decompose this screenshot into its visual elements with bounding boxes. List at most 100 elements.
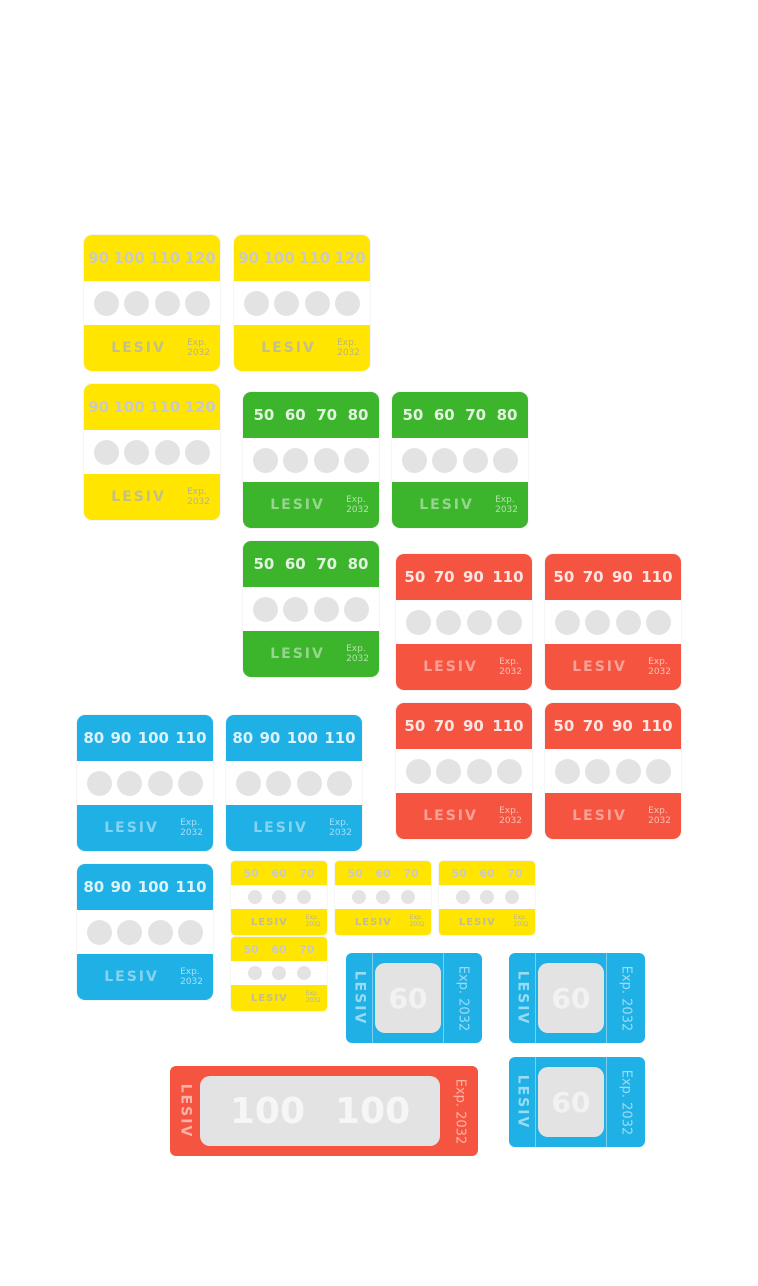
indicator-dot xyxy=(86,770,112,796)
value-label: 60 xyxy=(388,981,428,1015)
value-label: 60 xyxy=(551,1085,591,1119)
value-label: 60 xyxy=(271,942,287,956)
value-label: 90 xyxy=(110,729,132,747)
value-label: 70 xyxy=(465,406,487,424)
indicator-dot xyxy=(585,609,611,635)
indicator-dot xyxy=(283,596,309,622)
indicator-dot xyxy=(646,758,672,784)
indicator-dot xyxy=(313,596,339,622)
indicator-dot xyxy=(272,890,286,904)
expiry-label: Exp.2032 xyxy=(187,337,210,358)
expiry-label: Exp.2032 xyxy=(180,966,203,987)
expiry-label: Exp.2032 xyxy=(329,817,352,838)
value-label: 60 xyxy=(479,866,495,880)
value-label: 90 xyxy=(259,729,281,747)
value-area: 60 xyxy=(373,953,443,1043)
indicator-dot xyxy=(124,439,150,465)
expiry-label: Exp.2032 xyxy=(346,494,369,515)
indicator-dot xyxy=(252,596,278,622)
value-label: 90 xyxy=(462,717,484,735)
dot-row xyxy=(545,749,681,793)
brand-logo: LESIV xyxy=(514,970,530,1026)
indicator-dot xyxy=(480,890,494,904)
expiry-label: Exp.2032 xyxy=(513,914,529,928)
indicator-dot xyxy=(272,966,286,980)
indicator-dot xyxy=(462,447,488,473)
value-area: 60 xyxy=(536,1057,606,1147)
value-panel: 60 xyxy=(538,963,604,1033)
indicator-dot xyxy=(497,758,523,784)
indicator-dot xyxy=(497,609,523,635)
value-label: 100 xyxy=(286,729,318,747)
indicator-dot xyxy=(243,290,269,316)
value-label: 100 xyxy=(263,249,295,267)
divider xyxy=(535,953,536,1043)
dot-row xyxy=(439,885,535,909)
value-label: 50 xyxy=(404,717,426,735)
indicator-dot xyxy=(283,447,309,473)
indicator-dot xyxy=(466,609,492,635)
indicator-dot xyxy=(432,447,458,473)
value-label: 100 xyxy=(229,1090,305,1132)
indicator-dot xyxy=(554,758,580,784)
value-label: 100 xyxy=(113,398,145,416)
expiry-label: Exp.2032 xyxy=(337,337,360,358)
brand-logo: LESIV xyxy=(111,489,166,505)
indicator-dot xyxy=(178,770,204,796)
expiry-label: Exp.2032 xyxy=(495,494,518,515)
value-label: 80 xyxy=(83,729,105,747)
value-label: 80 xyxy=(83,878,105,896)
value-label: 90 xyxy=(88,249,110,267)
value-label: 70 xyxy=(299,866,315,880)
value-label: 60 xyxy=(551,981,591,1015)
expiry-label: Exp.2032 xyxy=(499,656,522,677)
dot-row xyxy=(545,600,681,644)
value-label: 70 xyxy=(433,568,455,586)
value-label: 50 xyxy=(402,406,424,424)
expiry-label: Exp.2032 xyxy=(648,805,671,826)
indicator-dot xyxy=(401,447,427,473)
expiry-label: Exp.2032 xyxy=(305,914,321,928)
brand-logo: LESIV xyxy=(250,992,288,1004)
dot-row xyxy=(231,961,327,985)
indicator-dot xyxy=(296,890,311,904)
value-label: 110 xyxy=(641,717,673,735)
value-label: 100 xyxy=(137,878,169,896)
value-label: 50 xyxy=(253,406,275,424)
expiry-label: Exp.2032 xyxy=(648,656,671,677)
value-label: 120 xyxy=(334,249,366,267)
indicator-dot xyxy=(455,890,470,904)
indicator-dot xyxy=(185,439,211,465)
value-label: 50 xyxy=(451,866,467,880)
